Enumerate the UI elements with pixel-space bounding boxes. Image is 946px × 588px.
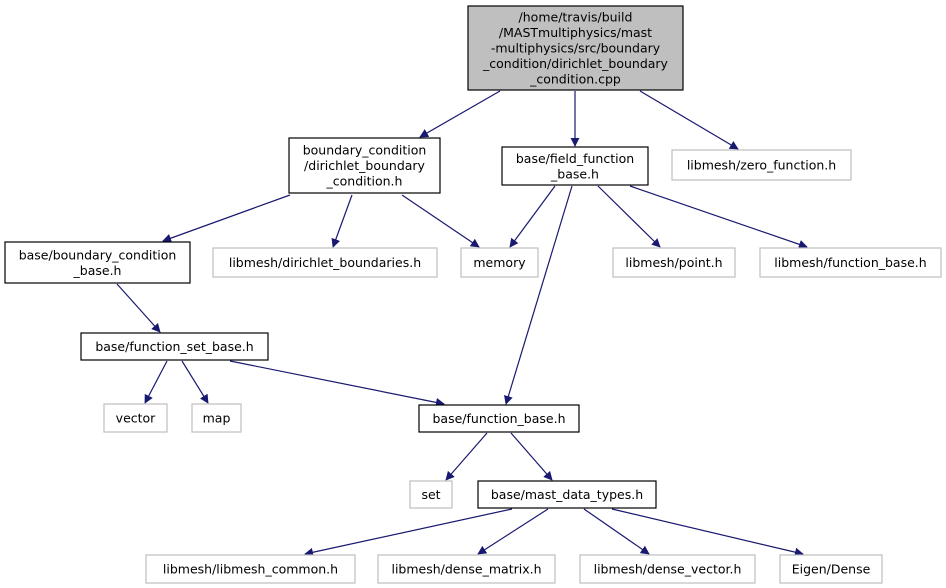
node-dirichlet-boundaries-h: libmesh/dirichlet_boundaries.h <box>212 247 438 278</box>
edges <box>116 90 808 557</box>
edge-field_function_base_h-to-memory <box>509 185 556 248</box>
node-label-line: base/field_function <box>516 151 634 166</box>
edge-function_base_h-to-mast_data_types_h <box>510 432 553 481</box>
node-label-line: libmesh/function_base.h <box>774 255 926 270</box>
node-label-line: libmesh/dirichlet_boundaries.h <box>229 255 421 270</box>
node-label-line: boundary_condition <box>303 143 427 158</box>
edge-root-to-zero_function_h <box>639 90 739 150</box>
node-box <box>145 554 356 584</box>
node-box <box>759 247 942 278</box>
node-label-line: _base.h <box>550 166 599 181</box>
edge-function_set_base_h-to-function_base_h <box>229 360 445 407</box>
node-label-line: -multiphysics/src/boundary <box>491 41 661 56</box>
node-dense-matrix-h: libmesh/dense_matrix.h <box>377 554 556 584</box>
node-mast-data-types-h[interactable]: base/mast_data_types.h <box>477 480 657 509</box>
node-function-set-base-h[interactable]: base/function_set_base.h <box>80 332 269 361</box>
node-label-line: vector <box>116 411 157 426</box>
node-label-line: /dirichlet_boundary <box>304 158 426 173</box>
node-zero-function-h: libmesh/zero_function.h <box>671 149 852 181</box>
node-vector: vector <box>103 403 168 433</box>
node-box <box>377 554 556 584</box>
node-boundary-condition-base-h[interactable]: base/boundary_condition_base.h <box>4 241 191 284</box>
edge-boundary_condition_base_h-to-function_set_base_h <box>116 283 161 333</box>
node-box <box>579 554 756 584</box>
node-label-line: libmesh/dense_vector.h <box>594 562 742 577</box>
node-bc-dirichlet-h[interactable]: boundary_condition/dirichlet_boundary_co… <box>288 137 441 194</box>
node-label-line: memory <box>473 255 526 270</box>
node-label-line: /home/travis/build <box>519 10 633 25</box>
node-root: /home/travis/build/MASTmultiphysics/mast… <box>467 5 684 91</box>
node-label-line: libmesh/point.h <box>625 255 722 270</box>
edge-field_function_base_h-to-function_base_h <box>504 185 573 405</box>
edge-bc_dirichlet_h-to-boundary_condition_base_h <box>162 194 291 243</box>
node-label-line: Eigen/Dense <box>792 562 871 577</box>
node-box <box>80 332 269 361</box>
node-field-function-base-h[interactable]: base/field_function_base.h <box>501 146 649 186</box>
node-libmesh-function-base-h: libmesh/function_base.h <box>759 247 942 278</box>
node-label-line: _condition/dirichlet_boundary <box>482 56 669 71</box>
node-box <box>103 403 168 433</box>
node-label-line: libmesh/libmesh_common.h <box>163 562 338 577</box>
node-eigen-dense: Eigen/Dense <box>779 554 883 584</box>
edge-mast_data_types_h-to-eigen_dense <box>611 508 804 557</box>
node-box <box>501 146 649 186</box>
node-dense-vector-h: libmesh/dense_vector.h <box>579 554 756 584</box>
node-label-line: base/function_set_base.h <box>95 339 253 354</box>
edge-bc_dirichlet_h-to-dirichlet_boundaries_h <box>331 194 353 248</box>
node-label-line: set <box>421 487 440 502</box>
node-label-line: _condition.h <box>326 174 403 189</box>
node-box <box>4 241 191 284</box>
node-set: set <box>409 480 453 509</box>
node-box <box>191 403 242 433</box>
node-box <box>288 137 441 194</box>
node-box <box>671 149 852 181</box>
node-label-line: libmesh/zero_function.h <box>687 158 836 173</box>
node-map: map <box>191 403 242 433</box>
node-box <box>779 554 883 584</box>
node-label-line: base/boundary_condition <box>19 247 177 262</box>
node-box <box>477 480 657 509</box>
node-box <box>409 480 453 509</box>
node-box <box>418 404 580 433</box>
node-box <box>460 247 539 278</box>
node-box <box>612 247 736 278</box>
nodes: /home/travis/build/MASTmultiphysics/mast… <box>4 5 942 584</box>
edge-function_set_base_h-to-map <box>181 360 209 404</box>
node-function-base-h[interactable]: base/function_base.h <box>418 404 580 433</box>
edge-bc_dirichlet_h-to-memory <box>401 194 480 248</box>
edge-mast_data_types_h-to-libmesh_common_h <box>304 508 513 557</box>
edge-root-to-bc_dirichlet_h <box>419 90 501 138</box>
node-label-line: _base.h <box>73 263 122 278</box>
node-label-line: base/mast_data_types.h <box>491 487 643 502</box>
node-memory: memory <box>460 247 539 278</box>
node-box <box>212 247 438 278</box>
edge-field_function_base_h-to-point_h <box>597 185 661 248</box>
node-label-line: /MASTmultiphysics/mast <box>499 25 652 40</box>
edge-mast_data_types_h-to-dense_vector_h <box>583 508 650 555</box>
edge-mast_data_types_h-to-dense_matrix_h <box>477 508 549 555</box>
node-box <box>467 5 684 91</box>
node-libmesh-common-h: libmesh/libmesh_common.h <box>145 554 356 584</box>
node-point-h: libmesh/point.h <box>612 247 736 278</box>
node-label-line: _condition.cpp <box>529 72 621 87</box>
node-label-line: libmesh/dense_matrix.h <box>391 562 541 577</box>
node-label-line: base/function_base.h <box>432 411 565 426</box>
edge-function_base_h-to-set <box>445 432 488 481</box>
edge-field_function_base_h-to-libmesh_function_base_h <box>629 185 808 249</box>
edge-function_set_base_h-to-vector <box>144 360 168 404</box>
node-label-line: map <box>203 411 231 426</box>
